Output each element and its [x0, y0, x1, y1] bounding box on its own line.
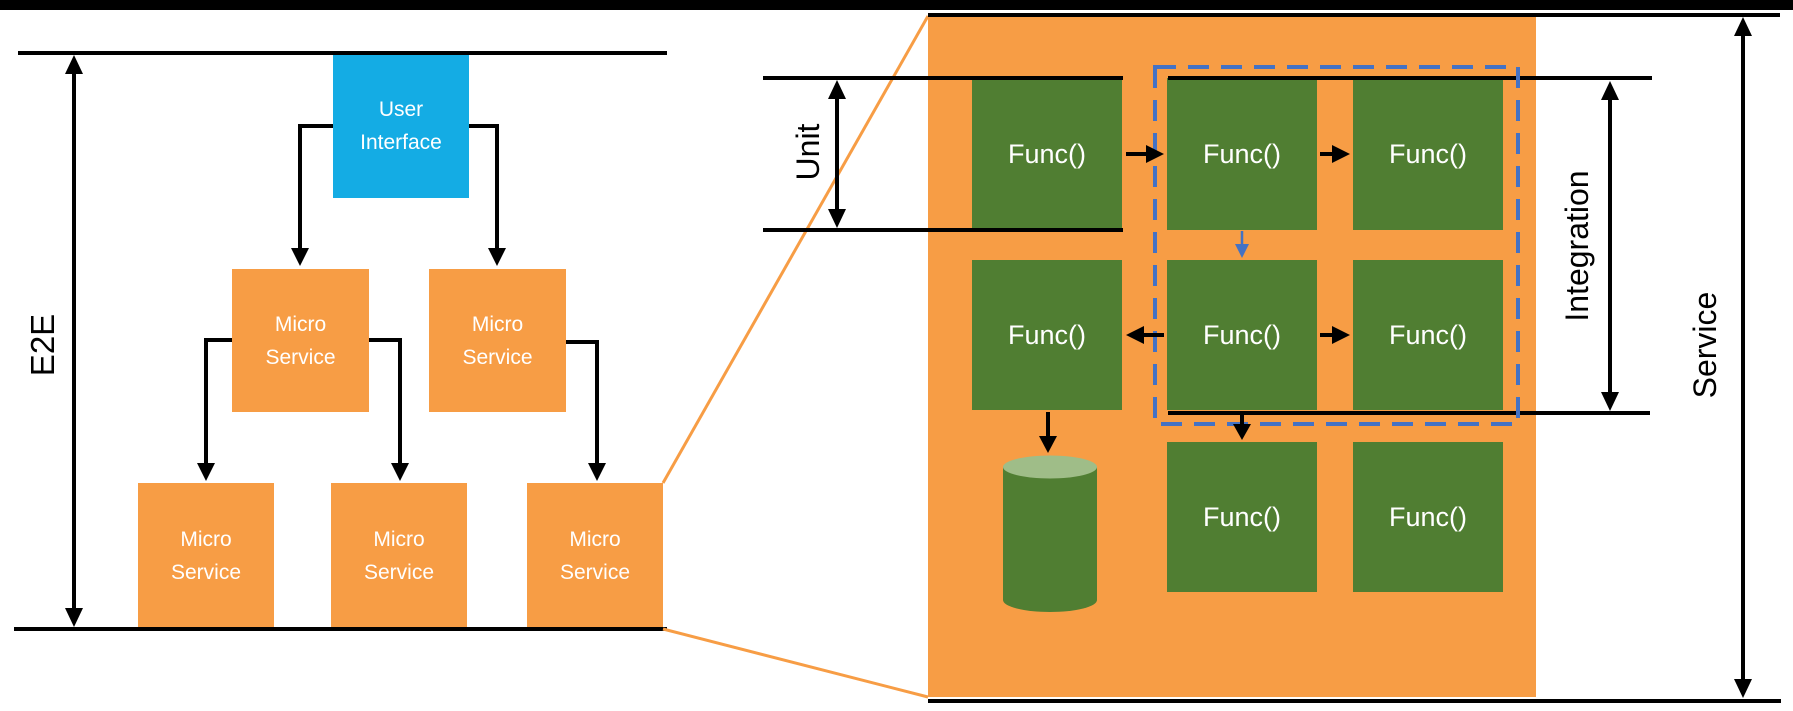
func-label: Func()	[1388, 138, 1467, 169]
micro-service-box-bottom-1: Micro Service	[138, 483, 274, 629]
micro-service-box-bottom-2: Micro Service	[331, 483, 467, 629]
unit-dimension-arrow	[828, 80, 846, 228]
service-dimension-arrow	[1734, 17, 1752, 698]
connector-ui-to-ms-left	[291, 124, 333, 266]
user-interface-label-line1: User	[378, 98, 424, 121]
arrow-r1c1-to-r1c2	[1126, 145, 1164, 163]
connector-ms-to-bottom-3	[566, 340, 606, 481]
func-label: Func()	[1007, 319, 1086, 350]
database-cylinder-icon	[1003, 455, 1097, 612]
func-box-row1-col1: Func()	[972, 78, 1122, 230]
func-box-row3-col2: Func()	[1167, 442, 1317, 592]
micro-service-label-line2: Service	[170, 561, 242, 584]
arrow-r2c2-to-r3c2	[1233, 412, 1251, 440]
micro-service-label-line2: Service	[363, 561, 435, 584]
func-box-row2-col2: Func()	[1167, 260, 1317, 410]
micro-service-label-line2: Service	[559, 561, 631, 584]
micro-service-box-mid-left: Micro Service	[232, 269, 369, 412]
micro-service-label-line1: Micro	[180, 528, 232, 551]
top-black-bar	[0, 0, 1793, 10]
arrow-r2c1-to-database	[1039, 412, 1057, 453]
connector-ms-to-bottom-2	[369, 338, 409, 481]
func-box-row2-col3: Func()	[1353, 260, 1503, 410]
micro-service-box-mid-right: Micro Service	[429, 269, 566, 412]
arrow-r1c2-to-r1c3	[1320, 145, 1350, 163]
connector-ms-to-bottom-1	[197, 338, 232, 481]
func-box-row2-col1: Func()	[972, 260, 1122, 410]
func-label: Func()	[1388, 501, 1467, 532]
func-label: Func()	[1388, 319, 1467, 350]
micro-service-label-line1: Micro	[569, 528, 621, 551]
micro-service-label-line2: Service	[265, 345, 336, 369]
e2e-dimension-arrow	[65, 55, 83, 627]
user-interface-label-line2: Interface	[360, 131, 442, 154]
micro-service-label-line2: Service	[462, 345, 533, 369]
func-label: Func()	[1202, 501, 1281, 532]
func-label: Func()	[1202, 138, 1281, 169]
zoom-lens-lines	[661, 15, 930, 699]
micro-service-label-line1: Micro	[471, 312, 524, 336]
arrow-r2c2-to-r2c1	[1126, 326, 1164, 344]
integration-dimension-arrow	[1601, 81, 1619, 411]
integration-dashed-boundary	[1153, 65, 1520, 426]
func-box-row3-col3: Func()	[1353, 442, 1503, 592]
func-box-row1-col3: Func()	[1353, 78, 1503, 230]
func-box-row1-col2: Func()	[1167, 78, 1317, 230]
func-label: Func()	[1202, 319, 1281, 350]
user-interface-box: User Interface	[333, 54, 469, 198]
micro-service-box-bottom-3: Micro Service	[527, 483, 663, 629]
connector-ui-to-ms-right	[469, 124, 506, 266]
arrow-r2c2-to-r2c3	[1320, 326, 1350, 344]
micro-service-label-line1: Micro	[274, 312, 327, 336]
func-label: Func()	[1007, 138, 1086, 169]
micro-service-label-line1: Micro	[373, 528, 425, 551]
arrow-r1c2-to-r2c2-internal	[1235, 231, 1249, 258]
